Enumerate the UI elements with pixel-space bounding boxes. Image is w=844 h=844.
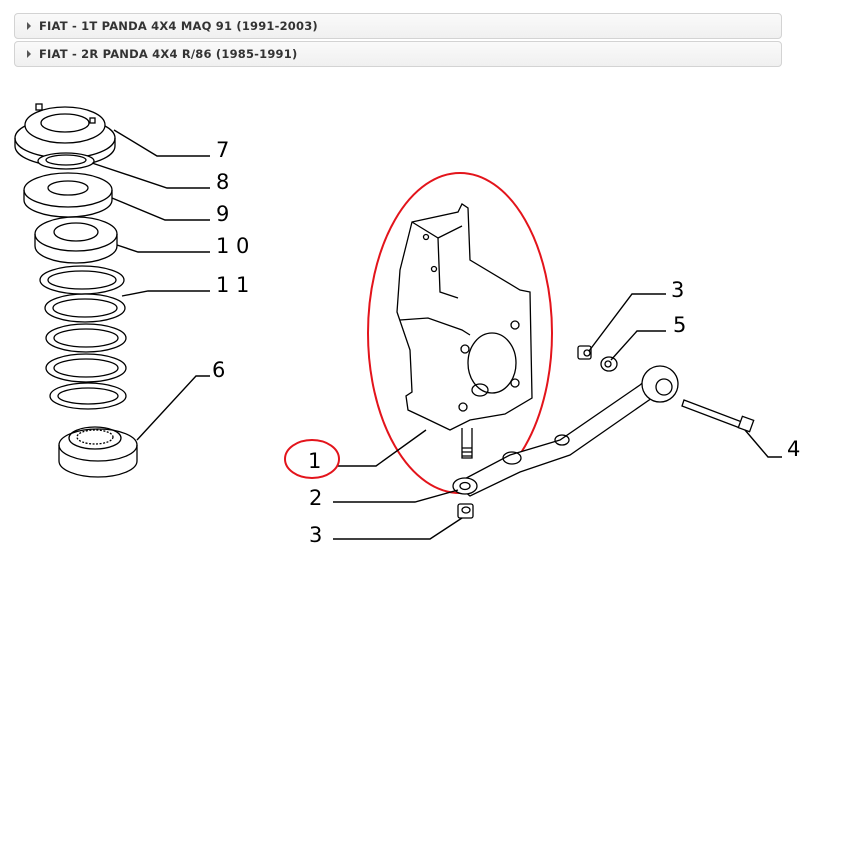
insulator-part-10[interactable] [34, 216, 118, 264]
vehicle-accordion: FIAT - 1T PANDA 4X4 MAQ 91 (1991-2003) F… [14, 13, 782, 69]
washer-part-8[interactable] [37, 152, 95, 170]
highlight-circle-callout-1 [284, 439, 340, 479]
nut-part-3-lower[interactable] [457, 503, 474, 519]
callout-5[interactable]: 5 [673, 313, 686, 337]
accordion-label: FIAT - 1T PANDA 4X4 MAQ 91 (1991-2003) [39, 19, 318, 33]
caret-right-icon [27, 22, 31, 30]
callout-labels: 7 8 9 1 0 1 1 6 1 2 3 3 5 4 [212, 138, 800, 547]
nut-part-3-upper[interactable] [577, 345, 592, 360]
accordion-label: FIAT - 2R PANDA 4X4 R/86 (1985-1991) [39, 47, 298, 61]
callout-9[interactable]: 9 [216, 202, 229, 226]
coil-spring-part-11[interactable] [39, 265, 127, 410]
top-mount-part-7[interactable] [14, 103, 116, 167]
callout-6[interactable]: 6 [212, 358, 225, 382]
accordion-header-1t-panda[interactable]: FIAT - 1T PANDA 4X4 MAQ 91 (1991-2003) [14, 13, 782, 39]
spring-seat-part-6[interactable] [58, 426, 138, 478]
callout-10[interactable]: 1 0 [216, 234, 249, 258]
bolt-part-4[interactable] [681, 399, 755, 433]
leader-lines-left [91, 129, 210, 441]
leader-lines-right [333, 293, 782, 540]
bushing-part-5[interactable] [600, 356, 618, 372]
callout-1[interactable]: 1 [308, 449, 321, 473]
callout-4[interactable]: 4 [787, 437, 800, 461]
callout-2[interactable]: 2 [309, 486, 322, 510]
callout-11[interactable]: 1 1 [216, 273, 249, 297]
parts-exploded-diagram: 7 8 9 1 0 1 1 6 1 2 3 3 5 4 [14, 103, 800, 547]
caret-right-icon [27, 50, 31, 58]
callout-8[interactable]: 8 [216, 170, 229, 194]
callout-7[interactable]: 7 [216, 138, 229, 162]
bearing-part-9[interactable] [23, 172, 113, 218]
callout-3-lower[interactable]: 3 [309, 523, 322, 547]
callout-3-upper[interactable]: 3 [671, 278, 684, 302]
knuckle-part-1[interactable] [396, 203, 533, 459]
accordion-header-2r-panda[interactable]: FIAT - 2R PANDA 4X4 R/86 (1985-1991) [14, 41, 782, 67]
control-arm-part-2[interactable] [452, 365, 679, 497]
